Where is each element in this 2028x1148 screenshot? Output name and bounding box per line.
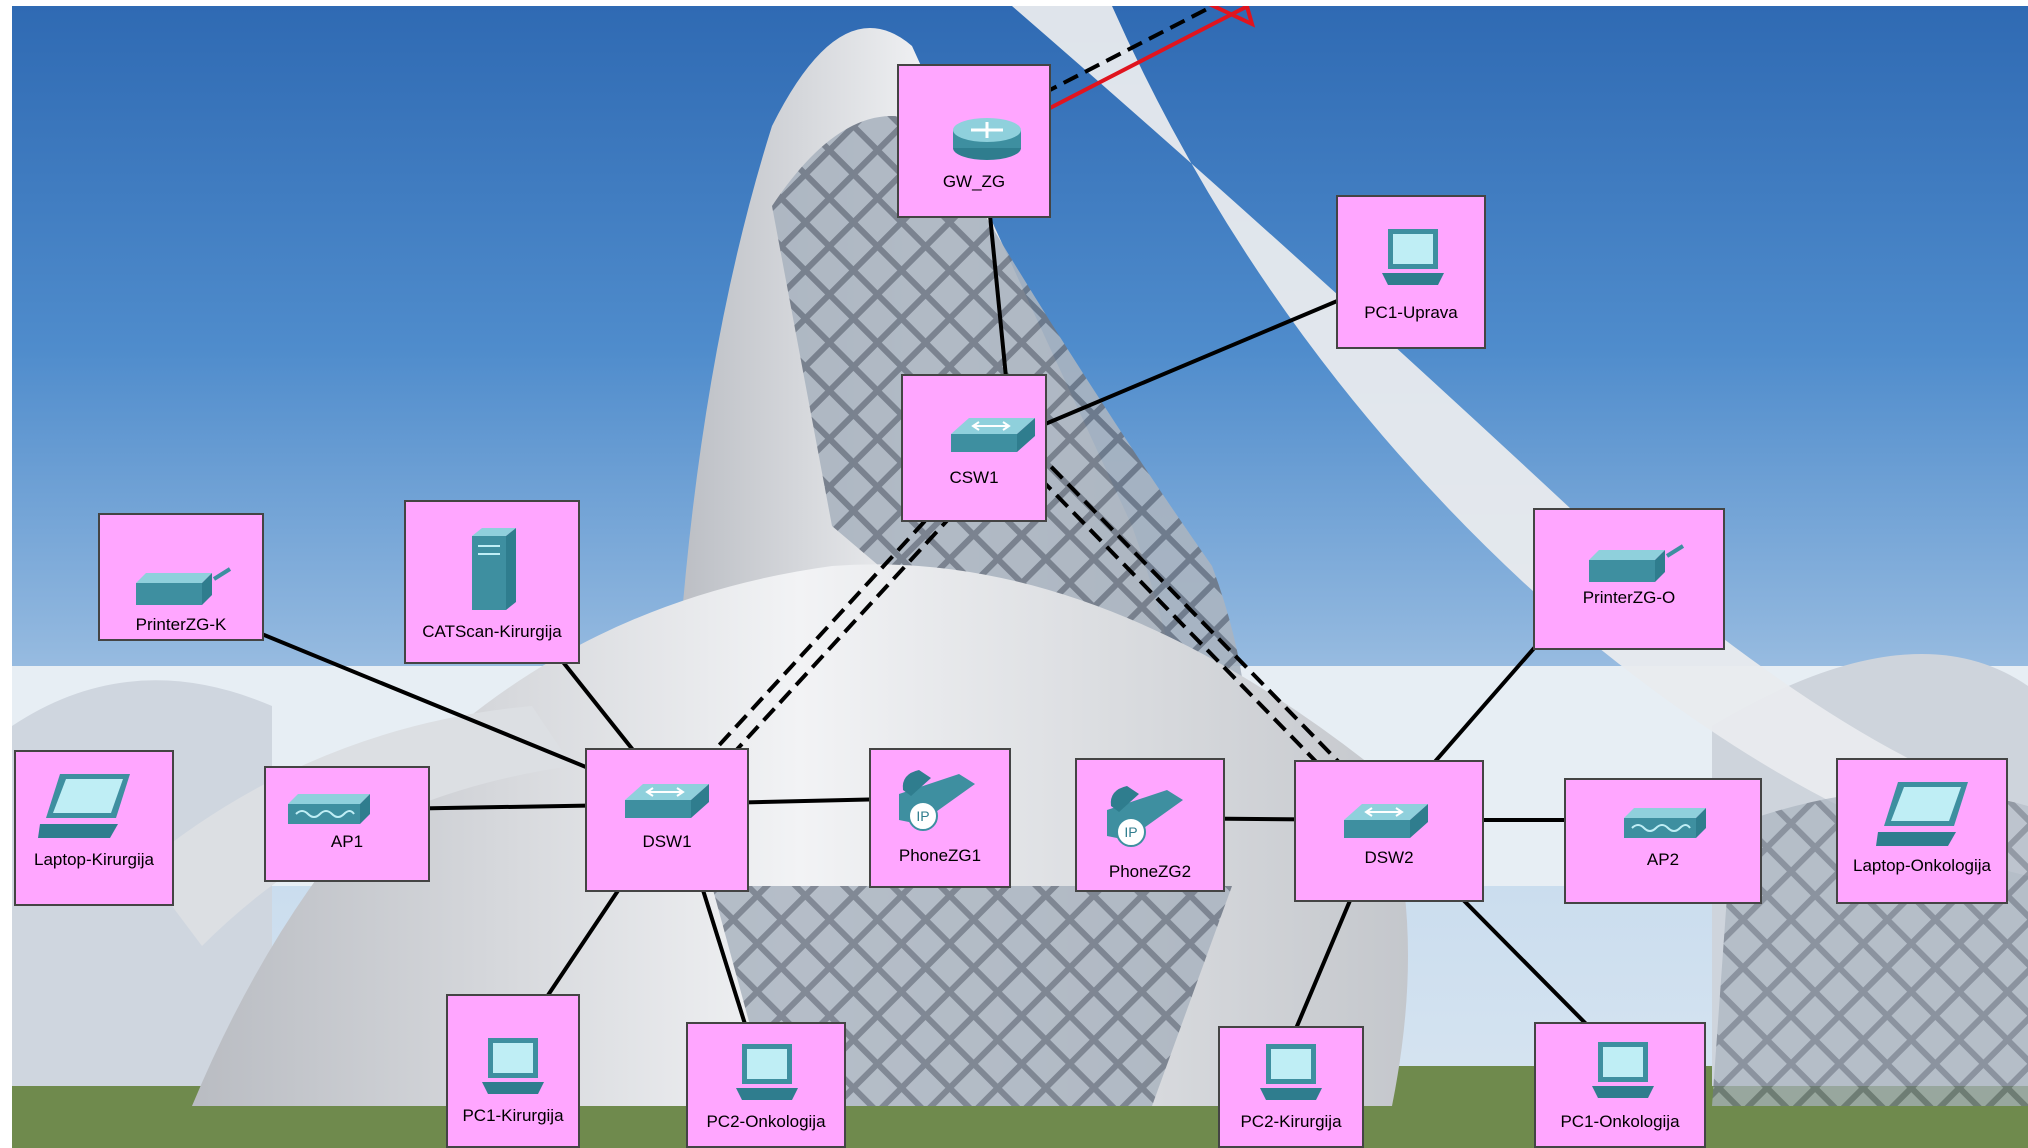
node-label: PC2-Kirurgija [1240, 1112, 1342, 1131]
node-pc1-onkologija[interactable]: PC1-Onkologija [1534, 1022, 1706, 1148]
ip-phone-icon: IP [1107, 786, 1183, 847]
node-catscan-kirurgija[interactable]: CATScan-Kirurgija [404, 500, 580, 664]
node-label: PrinterZG-O [1582, 588, 1676, 607]
switch-icon [1344, 804, 1428, 838]
node-phonezg1[interactable]: IP PhoneZG1 [869, 748, 1011, 888]
pc-icon [1592, 1042, 1654, 1098]
node-label: PC1-Kirurgija [462, 1106, 564, 1125]
ip-phone-icon: IP [899, 770, 975, 831]
node-label: AP2 [1646, 850, 1680, 869]
node-laptop-kirurgija[interactable]: Laptop-Kirurgija [14, 750, 174, 906]
pc-icon [1260, 1044, 1322, 1100]
node-label: Laptop-Onkologija [1853, 856, 1991, 875]
node-printerzg-k[interactable]: PrinterZG-K [98, 513, 264, 641]
node-printerzg-o[interactable]: PrinterZG-O [1533, 508, 1725, 650]
server-icon [472, 528, 516, 610]
topology-canvas: GW_ZG CSW1 PC1-Uprava PrinterZG-K [12, 6, 2028, 1148]
access-point-icon [288, 794, 370, 824]
node-label: DSW2 [1364, 848, 1414, 867]
node-label: PC1-Onkologija [1560, 1112, 1680, 1131]
node-pc2-kirurgija[interactable]: PC2-Kirurgija [1218, 1026, 1364, 1148]
laptop-icon [38, 774, 130, 838]
node-laptop-onkologija[interactable]: Laptop-Onkologija [1836, 758, 2008, 904]
pc-icon [482, 1038, 544, 1094]
printer-icon [136, 567, 232, 605]
node-dsw1[interactable]: DSW1 [585, 748, 749, 892]
node-label: CATScan-Kirurgija [422, 622, 562, 641]
node-label: PC2-Onkologija [706, 1112, 826, 1131]
node-label: CSW1 [949, 468, 999, 487]
node-ap1[interactable]: AP1 [264, 766, 430, 882]
switch-icon [625, 784, 709, 818]
node-label: PhoneZG2 [1108, 862, 1192, 881]
node-pc1-kirurgija[interactable]: PC1-Kirurgija [446, 994, 580, 1148]
pc-icon [1382, 229, 1444, 285]
router-icon [953, 118, 1021, 160]
node-label: PhoneZG1 [898, 846, 982, 865]
printer-icon [1589, 544, 1685, 582]
access-point-icon [1624, 808, 1706, 838]
node-label: Laptop-Kirurgija [33, 850, 154, 869]
node-phonezg2[interactable]: IP PhoneZG2 [1075, 758, 1225, 892]
node-pc1-uprava[interactable]: PC1-Uprava [1336, 195, 1486, 349]
node-dsw2[interactable]: DSW2 [1294, 760, 1484, 902]
svg-text:IP: IP [916, 808, 929, 824]
laptop-icon [1876, 782, 1968, 846]
node-label: PrinterZG-K [135, 615, 227, 634]
node-pc2-onkologija[interactable]: PC2-Onkologija [686, 1022, 846, 1148]
node-label: DSW1 [642, 832, 692, 851]
node-label: AP1 [330, 832, 364, 851]
node-csw1[interactable]: CSW1 [901, 374, 1047, 522]
switch-icon [951, 418, 1035, 452]
node-label: PC1-Uprava [1364, 303, 1458, 322]
pc-icon [736, 1044, 798, 1100]
node-gw-zg[interactable]: GW_ZG [897, 64, 1051, 218]
svg-text:IP: IP [1124, 824, 1137, 840]
node-label: GW_ZG [942, 172, 1006, 191]
node-ap2[interactable]: AP2 [1564, 778, 1762, 904]
